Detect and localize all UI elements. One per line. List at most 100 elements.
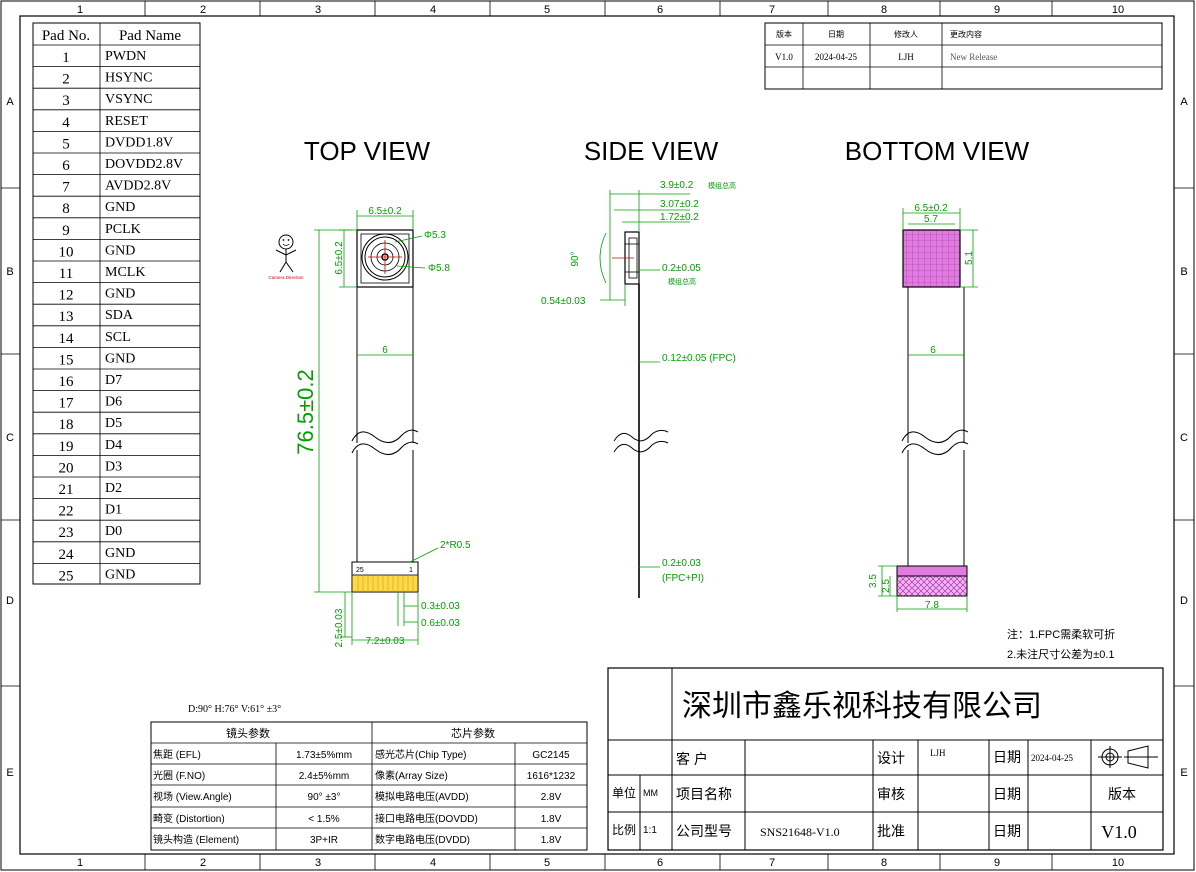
module-body <box>356 229 414 288</box>
pad-name: D0 <box>105 524 122 539</box>
projection-symbol-icon <box>1098 745 1158 769</box>
rev-content: New Release <box>950 52 997 62</box>
pin-25-label: 25 <box>356 567 364 574</box>
pad-number: 6 <box>62 158 70 174</box>
col-label: 8 <box>881 857 887 869</box>
lens-param-value: 90° ±3° <box>308 792 341 803</box>
col-label: 5 <box>544 4 550 16</box>
row-label: D <box>6 595 14 607</box>
top-pad-width-dim: 0.6±0.03 <box>421 618 460 629</box>
top-height-dim: 6.5±0.2 <box>334 241 345 275</box>
revision-table: 版本 日期 修改人 更改内容 V1.0 2024-04-25 LJH New R… <box>764 22 1163 90</box>
design-value: LJH <box>930 748 946 758</box>
pad-name: PWDN <box>105 49 146 64</box>
pad-name: HSYNC <box>105 71 152 86</box>
col-label: 2 <box>200 857 206 869</box>
side-fpc-pi-note: (FPC+PI) <box>662 573 704 584</box>
rev-header: 版本 <box>776 29 792 39</box>
review-label: 审核 <box>877 786 905 802</box>
pad-name: D4 <box>105 438 122 453</box>
pad-number: 9 <box>62 223 70 239</box>
pad-name: D1 <box>105 503 122 518</box>
pad-name: D7 <box>105 373 122 388</box>
pad-number: 17 <box>59 396 75 412</box>
pad-name: GND <box>105 567 135 582</box>
note-2: 2.未注尺寸公差为±0.1 <box>1007 647 1115 661</box>
lens-param-value: 2.4±5%mm <box>299 771 350 782</box>
pad-name: GND <box>105 200 135 215</box>
pad-number: 8 <box>62 201 70 217</box>
pad-name: AVDD2.8V <box>105 179 171 194</box>
lens-param-name: 镜头构造 (Element) <box>153 833 239 846</box>
unit-value: MM <box>643 788 658 798</box>
date-value: 2024-04-25 <box>1031 753 1073 763</box>
row-label: B <box>1180 266 1187 278</box>
col-label: 5 <box>544 857 550 869</box>
pad-no-header: Pad No. <box>42 28 90 44</box>
pad-name: SCL <box>105 330 131 345</box>
pad-number: 7 <box>62 180 70 196</box>
pad-name: DVDD1.8V <box>105 135 173 150</box>
col-label: 3 <box>315 857 321 869</box>
top-conn-height-dim: 2.5±0.03 <box>334 608 345 647</box>
top-radius-dim: 2*R0.5 <box>440 540 471 551</box>
camera-direction-icon: Camera Direction <box>268 234 304 280</box>
row-label: D <box>1180 595 1188 607</box>
pad-number: 3 <box>62 93 70 109</box>
pad-number: 14 <box>59 331 75 347</box>
row-label: B <box>6 266 13 278</box>
side-base-note: 模组总高 <box>668 277 696 286</box>
chip-param-name: 感光芯片(Chip Type) <box>375 748 467 761</box>
top-length-dim: 76.5±0.2 <box>293 369 318 454</box>
top-width-dim: 6.5±0.2 <box>368 206 402 217</box>
side-angle-dim: 90° <box>570 251 581 266</box>
row-label: C <box>6 432 14 444</box>
connector-pads <box>351 574 419 593</box>
chip-param-value: 1.8V <box>541 835 562 846</box>
top-pitch-dim: 0.3±0.03 <box>421 601 460 612</box>
stiffener <box>896 565 968 577</box>
lens-params-header: 镜头参数 <box>226 726 270 740</box>
pad-number: 10 <box>59 244 74 260</box>
pad-name: GND <box>105 351 135 366</box>
col-label: 4 <box>430 857 436 869</box>
chip-param-name: 数字电路电压(DVDD) <box>375 833 470 846</box>
top-view-title: TOP VIEW <box>304 136 431 166</box>
pad-number: 12 <box>59 288 74 304</box>
pad-name: GND <box>105 243 135 258</box>
bottom-width-dim: 6.5±0.2 <box>914 203 948 214</box>
bottom-side-dim: 5.1 <box>964 251 975 265</box>
top-view: Camera Direction <box>268 206 471 647</box>
rev-author: LJH <box>898 52 914 62</box>
lens-param-name: 焦距 (EFL) <box>153 748 201 761</box>
pad-number: 13 <box>59 309 74 325</box>
bottom-inner-dim: 5.7 <box>924 214 938 225</box>
col-label: 3 <box>315 4 321 16</box>
pad-name-header: Pad Name <box>119 28 181 44</box>
row-label: C <box>1180 432 1188 444</box>
date-label: 日期 <box>993 749 1021 765</box>
lens-param-name: 视场 (View.Angle) <box>153 790 232 803</box>
chip-param-name: 模拟电路电压(AVDD) <box>375 790 469 803</box>
pad-number: 18 <box>59 417 74 433</box>
top-d1-dim: Φ5.3 <box>424 230 446 241</box>
rev-date: 2024-04-25 <box>815 52 857 62</box>
side-fpc-dim: 0.12±0.05 (FPC) <box>662 353 736 364</box>
version-label: 版本 <box>1108 786 1136 802</box>
row-label: E <box>6 767 13 779</box>
col-label: 1 <box>77 857 83 869</box>
design-label: 设计 <box>877 750 905 766</box>
top-conn-width-dim: 7.2±0.03 <box>366 636 405 647</box>
pad-number: 16 <box>59 374 75 390</box>
pad-name: D6 <box>105 395 122 410</box>
company-name: 深圳市鑫乐视科技有限公司 <box>682 690 1042 723</box>
bottom-view-title: BOTTOM VIEW <box>845 136 1030 166</box>
side-fpc-pi-dim: 0.2±0.03 <box>662 558 701 569</box>
side-d2-dim: 3.07±0.2 <box>660 199 699 210</box>
chip-param-name: 像素(Array Size) <box>375 769 448 782</box>
bottom-fpc-width-dim: 6 <box>930 345 936 356</box>
side-d3-dim: 1.72±0.2 <box>660 212 699 223</box>
col-label: 1 <box>77 4 83 16</box>
